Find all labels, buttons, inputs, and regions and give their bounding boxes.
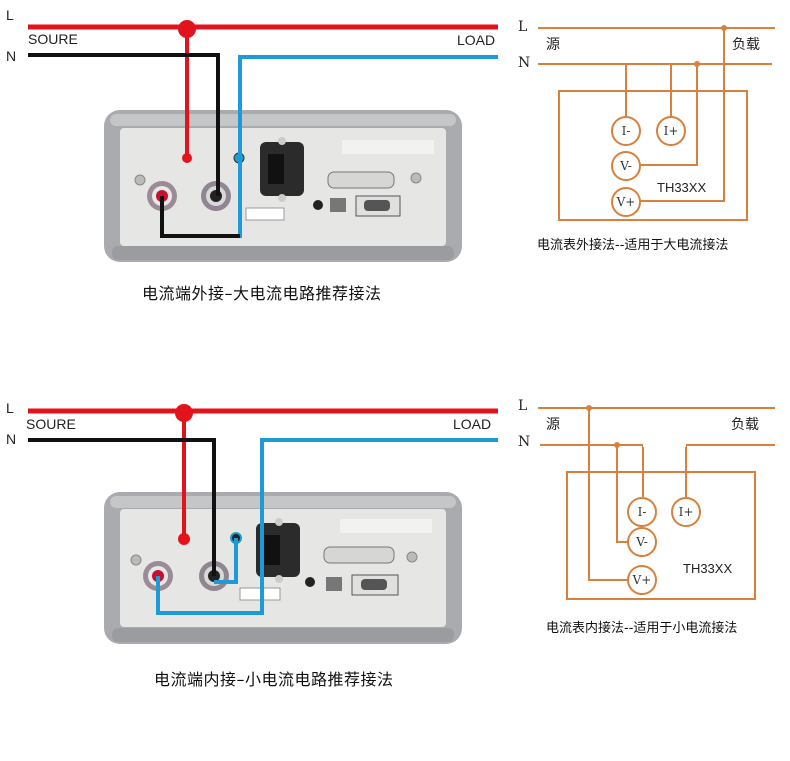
inlet-screw [278,194,286,202]
schematic-L-label: L [518,19,528,35]
panel-screw [134,174,146,186]
usb-port [326,577,342,591]
internal-connection-panel: L SOURE N LOAD 电流端内接–小电流电路推荐接法 L N 源 负载 … [0,385,790,761]
inlet-screw [275,575,283,583]
schematic-source-label: 源 [546,37,560,53]
v-minus-jumper [214,538,238,584]
terminal-i-plus: I+ [671,497,701,527]
housing-top-edge [110,496,456,508]
external-connection-panel: L SOURE N LOAD 电流端外接–大电流电路推荐接法 L N 源 负载 … [0,0,790,376]
model-label: TH33XX [683,561,733,576]
instrument-rear-view [104,492,462,644]
photo-caption: 电流端外接–大电流电路推荐接法 [142,284,382,303]
schematic-node-N [614,442,620,448]
rs232-connector [364,200,390,211]
schematic-node-N [694,61,700,67]
internal-wiring-diagram [28,404,775,644]
schematic-caption: 电流表外接法--适用于大电流接法 [537,238,729,253]
schematic-N-label: N [518,55,531,71]
inlet-screw [278,137,286,145]
source-label: SOURE [26,416,76,432]
line-N-label: N [6,48,17,64]
housing-bottom-edge [112,246,454,260]
ground-jack [305,577,315,587]
instrument-box [558,90,748,221]
jumper-wire [160,196,240,238]
line-N-label: N [6,431,17,447]
load-label: LOAD [457,32,496,48]
model-label: TH33XX [657,180,707,195]
impulse-port [327,171,395,189]
schematic-load-label: 负载 [732,37,760,53]
panel-screw [410,172,422,184]
v-minus-lead [616,445,628,543]
neutral-wire-N [28,53,220,196]
external-schematic [538,27,775,221]
panel-screw [406,551,418,563]
terminal-v-minus: V- [611,151,641,181]
terminal-i-minus: I- [627,497,657,527]
schematic-L-label: L [518,398,528,414]
source-label: SOURE [28,31,78,47]
terminal-v-minus: V- [627,527,657,557]
schematic-node-L [586,405,592,411]
schematic-load-label: 负载 [731,417,759,433]
line-L-label: L [6,400,14,416]
barcode-label [245,207,285,221]
terminal-i-minus: I- [611,116,641,146]
v-plus-lead [588,408,628,581]
load-wire [156,438,498,615]
housing-top-edge [110,114,456,126]
schematic-node-L [721,25,727,31]
instrument-box [566,471,756,600]
terminal-v-plus: V+ [611,187,641,217]
v-minus-lead [639,64,698,166]
external-wiring-diagram [28,20,775,262]
load-label: LOAD [453,416,492,432]
power-socket [264,535,280,565]
internal-schematic [538,407,775,600]
usb-port [330,198,346,212]
warning-plate [340,519,432,533]
housing-bottom-edge [112,628,454,642]
instrument-rear-view [104,110,462,262]
power-socket [268,154,284,184]
inlet-screw [275,518,283,526]
neutral-wire-N [28,438,216,576]
schematic-N-label: N [518,434,531,450]
panel-screw [130,554,142,566]
warning-plate [342,140,434,154]
photo-caption: 电流端内接–小电流电路推荐接法 [154,670,394,689]
rs232-connector [361,579,387,590]
v-plus-lead [639,28,725,202]
impulse-port [323,546,395,564]
line-L-label: L [6,7,14,23]
ground-jack [313,200,323,210]
terminal-v-plus: V+ [627,565,657,595]
i-plus-lead [670,63,697,116]
schematic-source-label: 源 [546,417,560,433]
terminal-i-plus: I+ [656,116,686,146]
schematic-caption: 电流表内接法--适用于小电流接法 [546,621,738,636]
